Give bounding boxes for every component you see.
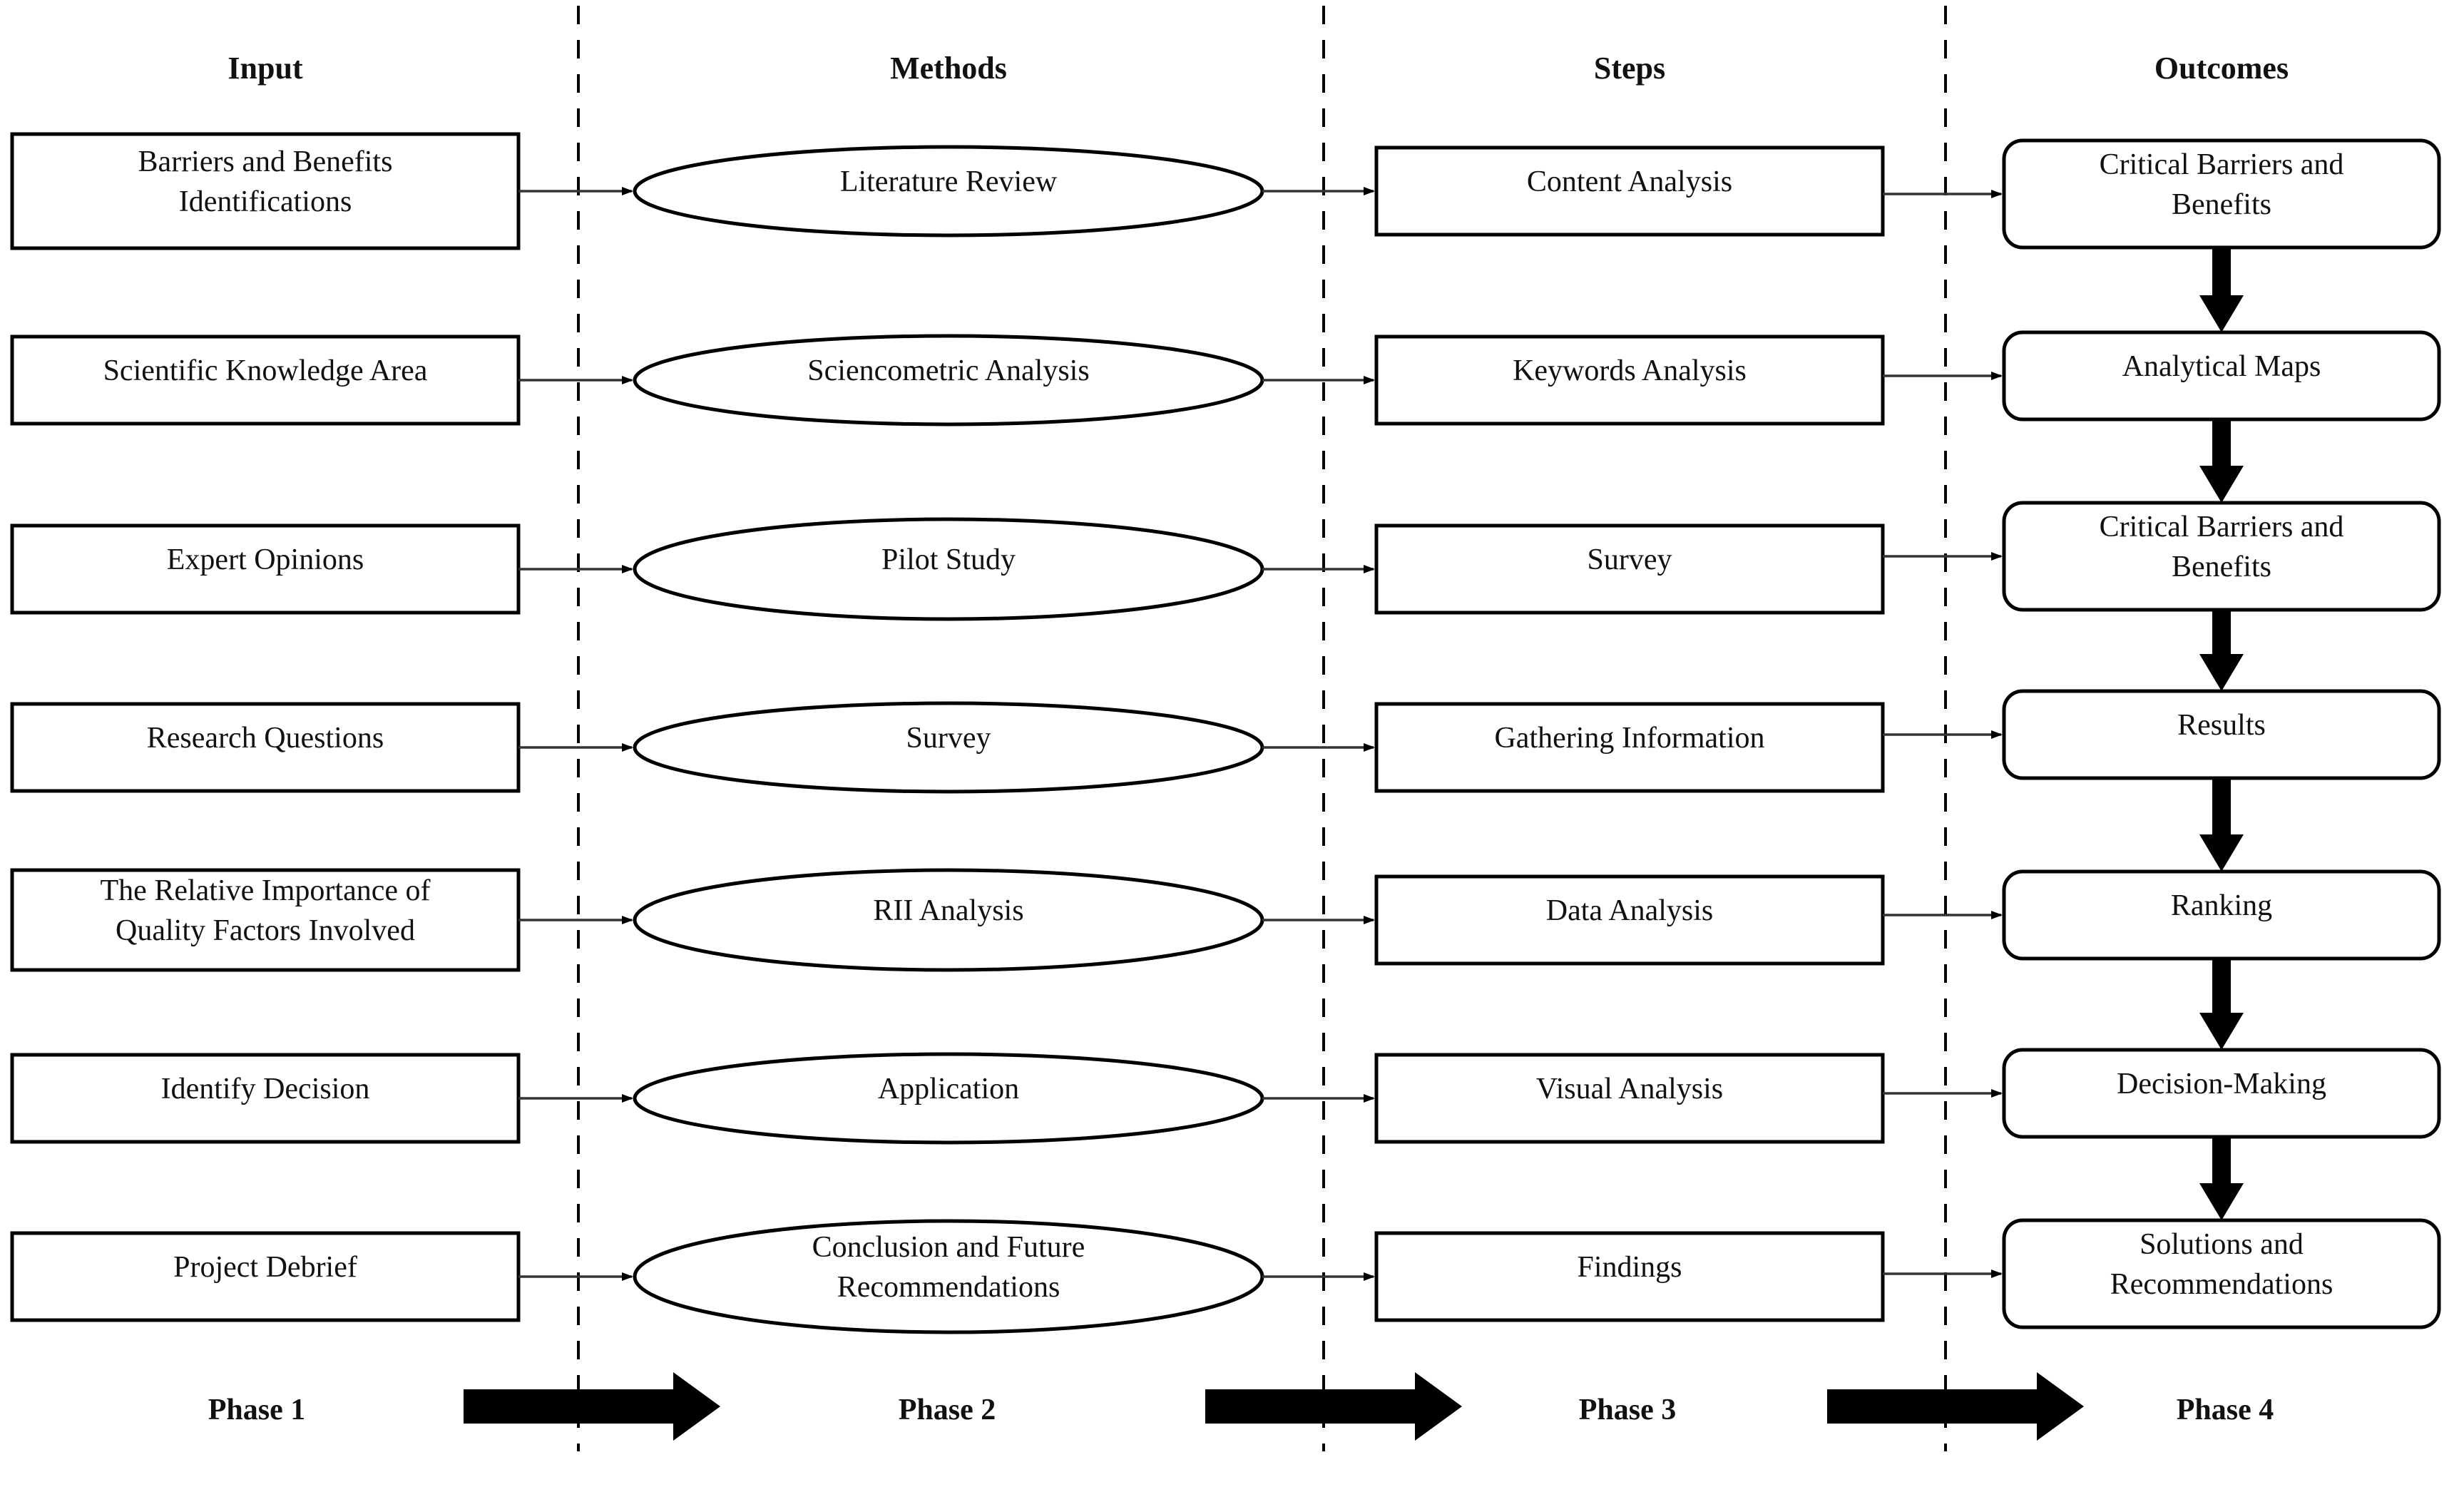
horizontal-connectors — [518, 187, 2003, 1281]
step-box-label: Survey — [1588, 543, 1672, 576]
outcome-box-label: Results — [2177, 709, 2266, 742]
input-box[interactable] — [10, 868, 521, 972]
step-box[interactable] — [1374, 1231, 1885, 1322]
step-box-label: Data Analysis — [1546, 894, 1713, 927]
input-box-label: Expert Opinions — [167, 543, 364, 576]
phase-label-1: Phase 1 — [208, 1394, 306, 1426]
input-box[interactable] — [10, 132, 521, 250]
outcome-flow-arrow — [2199, 1137, 2244, 1220]
outcome-box-label: Ranking — [2171, 889, 2272, 922]
step-box[interactable] — [1374, 874, 1885, 966]
step-box-label: Findings — [1577, 1251, 1682, 1284]
outcome-flow-arrow — [2199, 778, 2244, 872]
step-box[interactable] — [1374, 702, 1885, 793]
column-header-methods: Methods — [890, 51, 1007, 86]
step-box-label: Visual Analysis — [1536, 1073, 1723, 1105]
input-box[interactable] — [10, 1231, 521, 1322]
column-header-input: Input — [228, 51, 303, 86]
outcome-box-label: Analytical Maps — [2122, 350, 2321, 383]
phase-row: Phase 1 Phase 2 Phase 3 Phase 4 — [208, 1372, 2274, 1441]
step-box[interactable] — [1374, 334, 1885, 426]
outcome-flow-arrow — [2199, 247, 2244, 332]
input-box-label: Identify Decision — [161, 1073, 370, 1105]
outcome-box-label: Decision-Making — [2117, 1068, 2326, 1100]
outcome-flow-arrow — [2199, 959, 2244, 1050]
phase-label-2: Phase 2 — [899, 1394, 996, 1426]
column-header-steps: Steps — [1594, 51, 1665, 86]
phase-transition-arrow-1 — [464, 1372, 720, 1441]
method-ellipse-label: RII Analysis — [873, 894, 1023, 927]
input-box-label: Scientific Knowledge Area — [103, 354, 428, 387]
step-box-label: Content Analysis — [1527, 165, 1732, 198]
input-box[interactable] — [10, 702, 521, 793]
vertical-connectors — [2199, 247, 2244, 1220]
input-box[interactable] — [10, 334, 521, 426]
step-box-label: Keywords Analysis — [1513, 354, 1747, 387]
phase-transition-arrow-2 — [1205, 1372, 1462, 1441]
outcome-flow-arrow — [2199, 610, 2244, 691]
method-ellipse-label: Application — [878, 1073, 1019, 1105]
phase-transition-arrow-3 — [1827, 1372, 2084, 1441]
phase-label-4: Phase 4 — [2177, 1394, 2274, 1426]
input-box[interactable] — [10, 1053, 521, 1144]
column-header-outcomes: Outcomes — [2154, 51, 2289, 86]
method-ellipse-label: Literature Review — [840, 165, 1058, 198]
column-headers: Input Methods Steps Outcomes — [228, 51, 2289, 86]
input-box-label: Project Debrief — [173, 1251, 357, 1284]
outcome-flow-arrow — [2199, 419, 2244, 503]
step-box[interactable] — [1374, 1053, 1885, 1144]
method-ellipse-label: Sciencometric Analysis — [807, 354, 1089, 387]
input-box-label: Research Questions — [147, 722, 384, 755]
method-ellipse-label: Pilot Study — [881, 543, 1016, 576]
input-box[interactable] — [10, 523, 521, 615]
step-box[interactable] — [1374, 145, 1885, 237]
step-box[interactable] — [1374, 523, 1885, 615]
phase-label-3: Phase 3 — [1579, 1394, 1677, 1426]
method-ellipse-label: Survey — [906, 722, 991, 755]
step-box-label: Gathering Information — [1494, 722, 1764, 755]
phase-dividers — [577, 6, 1947, 1451]
